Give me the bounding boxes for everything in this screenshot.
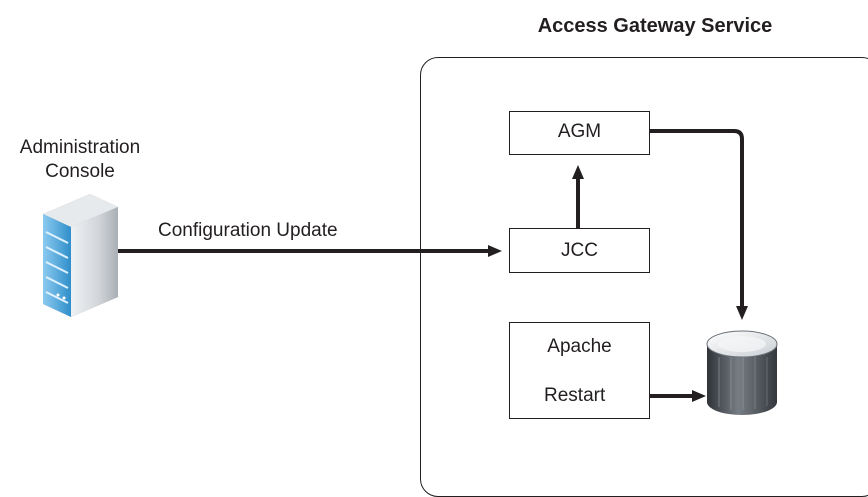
agm-box: AGM <box>509 111 650 155</box>
server-icon <box>43 194 118 317</box>
configuration-update-label: Configuration Update <box>158 220 338 241</box>
diagram-title: Access Gateway Service <box>537 15 773 37</box>
console-label-line-1: Administration <box>19 137 141 158</box>
apache-box: Apache Restart <box>509 322 650 419</box>
jcc-to-agm-connector <box>572 165 584 228</box>
agm-to-store-connector <box>650 129 748 320</box>
restart-label: Restart <box>544 385 606 406</box>
apache-label: Apache <box>547 336 612 357</box>
console-label-line-2: Console <box>45 161 115 182</box>
configuration-update-connector <box>118 245 502 257</box>
access-gateway-diagram: Access Gateway Service Administration Co… <box>0 15 868 497</box>
administration-console-label: Administration Console <box>0 136 160 184</box>
jcc-box: JCC <box>509 228 650 273</box>
database-cylinder-icon <box>706 330 778 415</box>
diagram-connectors <box>43 129 778 415</box>
